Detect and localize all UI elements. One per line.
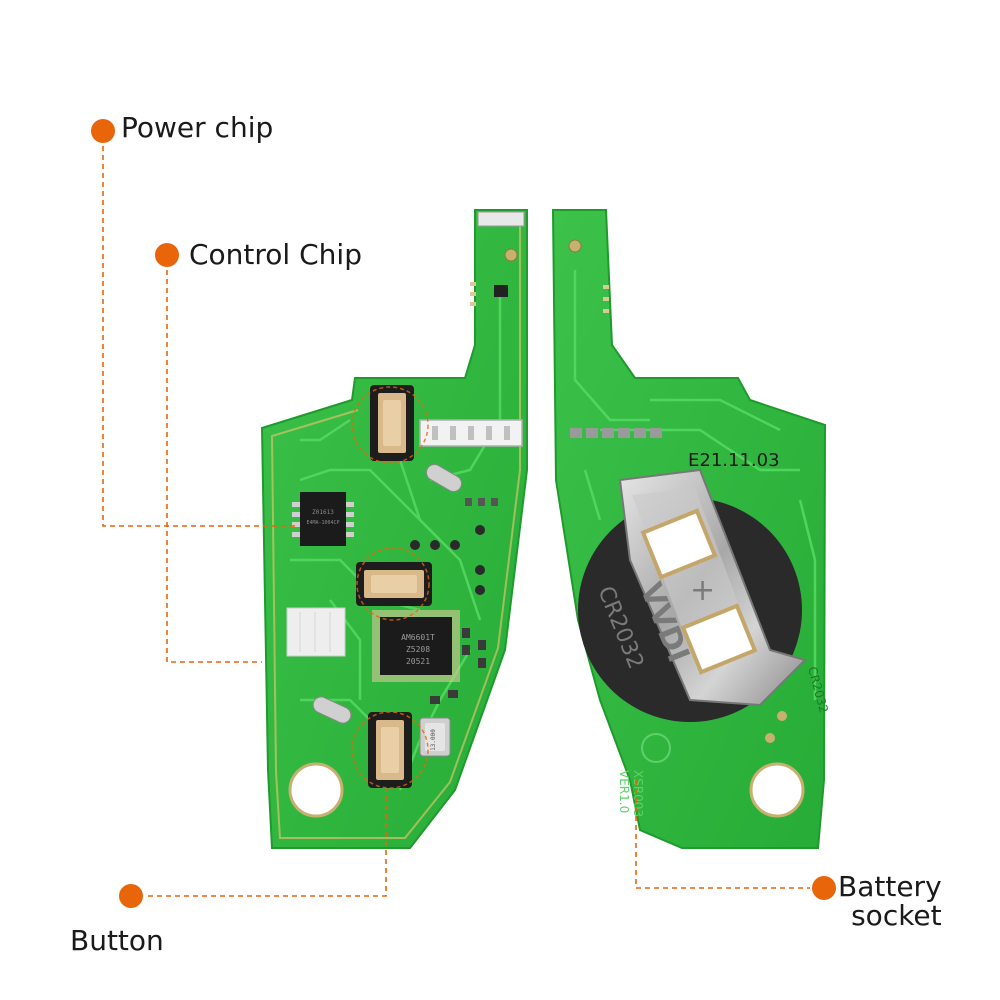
power-chip: Z01613 E4MA-1004CP: [292, 492, 354, 546]
left-pcb-board: Z01613 E4MA-1004CP AM6601T Z5208 205: [260, 209, 528, 849]
control-chip-marking-2: Z5208: [406, 645, 430, 654]
callout-leaders: [102, 146, 810, 897]
dot-control-chip: [155, 243, 179, 267]
control-chip: AM6601T Z5208 20521: [372, 610, 460, 682]
control-chip-marking-1: AM6601T: [401, 633, 435, 642]
label-power-chip: Power chip: [121, 111, 274, 144]
leader-control-chip: [166, 270, 262, 663]
label-battery-line1: Battery: [838, 870, 942, 903]
leader-power-chip: [102, 146, 296, 527]
dot-power-chip: [91, 119, 115, 143]
label-battery-socket: Battery socket: [838, 872, 942, 930]
control-chip-marking-3: 20521: [406, 657, 430, 666]
dot-button: [119, 884, 143, 908]
date-code: E21.11.03: [688, 450, 780, 471]
callout-dots: [91, 119, 836, 908]
label-button: Button: [70, 924, 164, 957]
right-pcb-board: E21.11.03 VVDI CR2032 + CR2032 XSR003 VE…: [551, 209, 831, 849]
leader-battery-socket: [635, 780, 810, 889]
dot-battery-socket: [812, 876, 836, 900]
crystal-oscillator: 13.000: [419, 717, 451, 757]
board-model: XSR003: [631, 770, 645, 817]
board-version: VER1.0: [617, 770, 631, 813]
leader-button: [148, 790, 387, 897]
polarity-mark: +: [690, 573, 715, 608]
label-battery-line2: socket: [851, 899, 942, 932]
label-control-chip: Control Chip: [189, 238, 362, 271]
crystal-marking: 13.000: [430, 729, 437, 751]
tactile-button-middle: [356, 562, 432, 606]
tactile-button-top: [370, 385, 414, 461]
tactile-button-bottom: [368, 712, 412, 788]
power-chip-marking-1: Z01613: [312, 509, 334, 516]
brand-logo-icon: [641, 733, 671, 763]
power-chip-marking-2: E4MA-1004CP: [306, 520, 339, 526]
